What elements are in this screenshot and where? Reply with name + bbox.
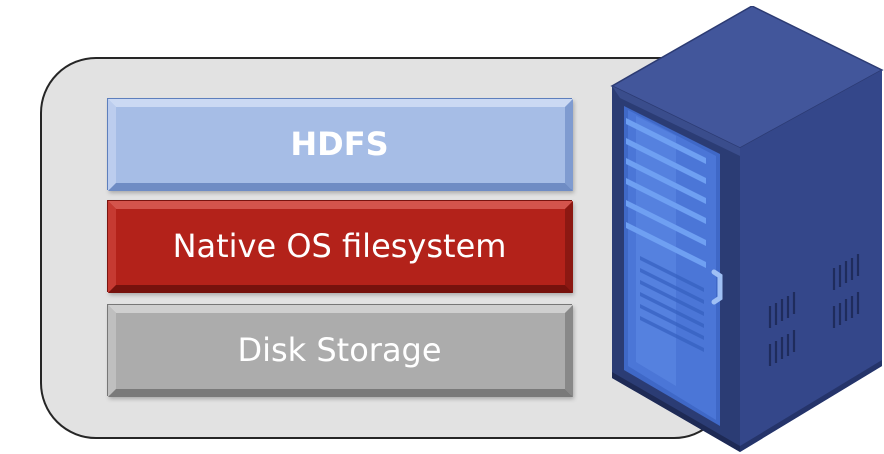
layer-hdfs-label: HDFS (290, 125, 389, 163)
layer-disk-storage: Disk Storage (107, 304, 573, 397)
layer-native-label: Native OS filesystem (172, 227, 507, 265)
layer-native-os-filesystem: Native OS filesystem (107, 200, 573, 293)
server-rack-icon (610, 6, 884, 452)
layer-disk-label: Disk Storage (237, 331, 442, 369)
layer-hdfs: HDFS (107, 98, 573, 191)
